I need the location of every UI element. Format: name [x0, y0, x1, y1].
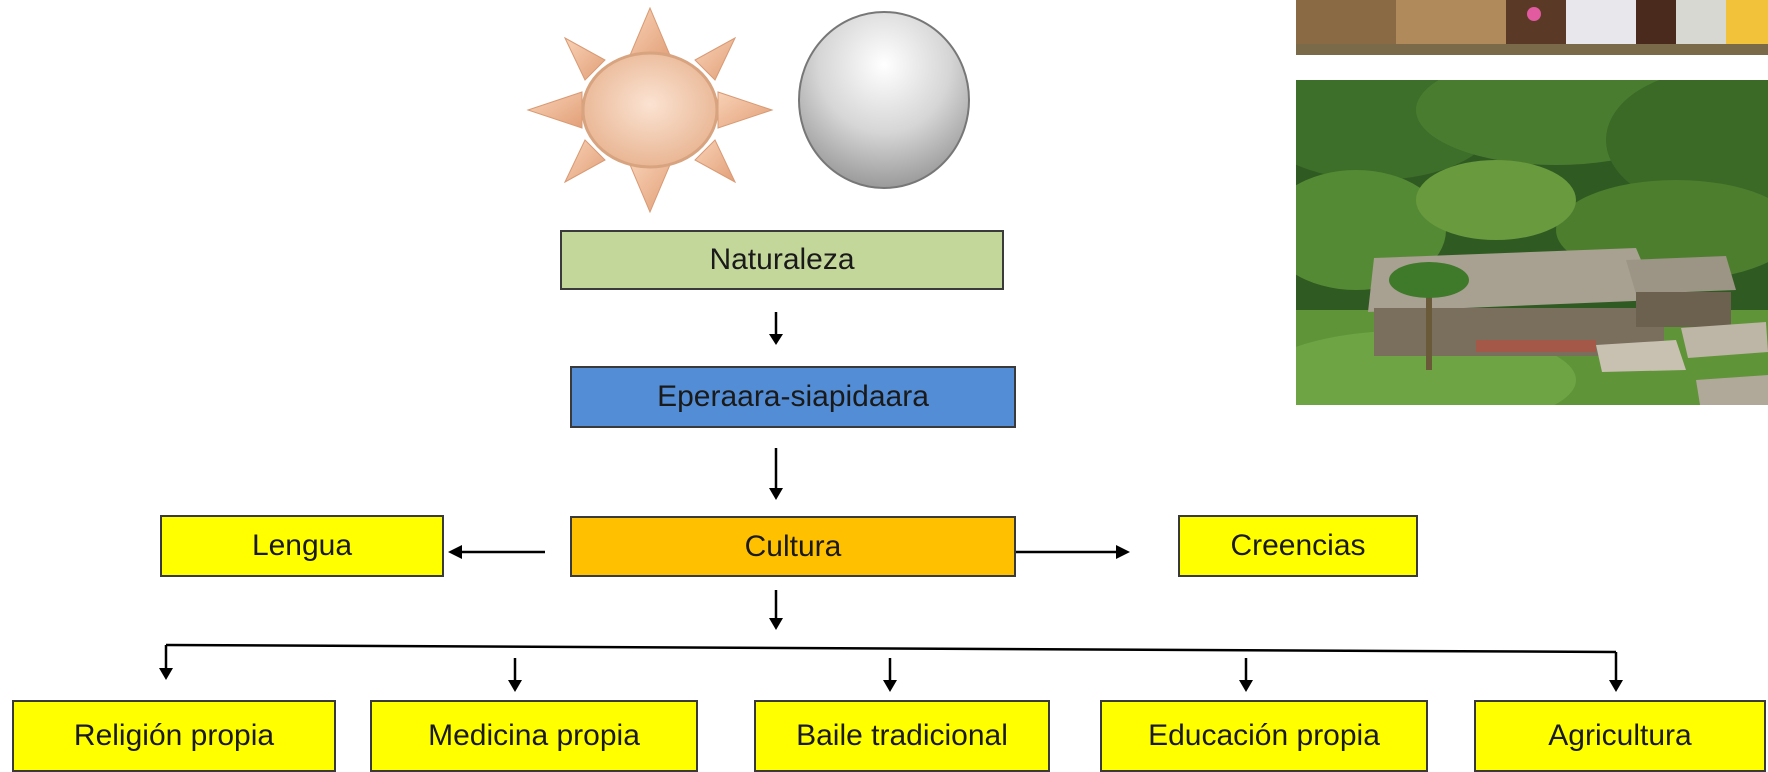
node-cultura-label: Cultura: [744, 529, 842, 563]
node-lengua: Lengua: [160, 515, 444, 577]
sun-icon: [526, 6, 774, 214]
node-eperaara-siapidaara-label: Eperaara-siapidaara: [657, 380, 929, 413]
village-photo-drawing: [1296, 80, 1768, 405]
node-naturaleza-label: Naturaleza: [709, 243, 855, 276]
arrow-to-agricultura: [1609, 652, 1623, 692]
arrow-to-educacion: [1239, 658, 1253, 692]
branch-connector-line: [165, 643, 1617, 654]
node-creencias: Creencias: [1178, 515, 1418, 577]
node-religion-propia-label: Religión propia: [73, 719, 275, 752]
arrow-cultura-branches: [769, 590, 783, 630]
node-agricultura-label: Agricultura: [1548, 719, 1692, 752]
node-baile-tradicional: Baile tradicional: [754, 700, 1050, 772]
arrow-to-medicina: [508, 658, 522, 692]
node-naturaleza: Naturaleza: [560, 230, 1004, 290]
moon-icon: [798, 11, 970, 189]
arrow-cultura-creencias: [1016, 545, 1130, 559]
arrow-naturaleza-eperaara: [769, 312, 783, 345]
node-medicina-propia-label: Medicina propia: [428, 719, 640, 752]
village-photo: [1296, 80, 1768, 405]
node-educacion-propia-label: Educación propia: [1148, 719, 1380, 752]
arrow-to-religion: [159, 645, 173, 680]
node-religion-propia: Religión propia: [12, 700, 336, 772]
node-creencias-label: Creencias: [1230, 529, 1366, 562]
node-cultura: Cultura: [570, 516, 1016, 577]
node-lengua-label: Lengua: [251, 529, 353, 562]
arrow-to-baile: [883, 658, 897, 692]
arrow-cultura-lengua: [448, 545, 545, 559]
people-photo-drawing: [1296, 0, 1768, 55]
node-agricultura: Agricultura: [1474, 700, 1766, 772]
node-baile-tradicional-label: Baile tradicional: [796, 719, 1008, 752]
node-medicina-propia: Medicina propia: [370, 700, 698, 772]
arrow-eperaara-cultura: [769, 448, 783, 500]
node-eperaara-siapidaara: Eperaara-siapidaara: [570, 366, 1016, 428]
node-educacion-propia: Educación propia: [1100, 700, 1428, 772]
people-photo: [1296, 0, 1768, 55]
